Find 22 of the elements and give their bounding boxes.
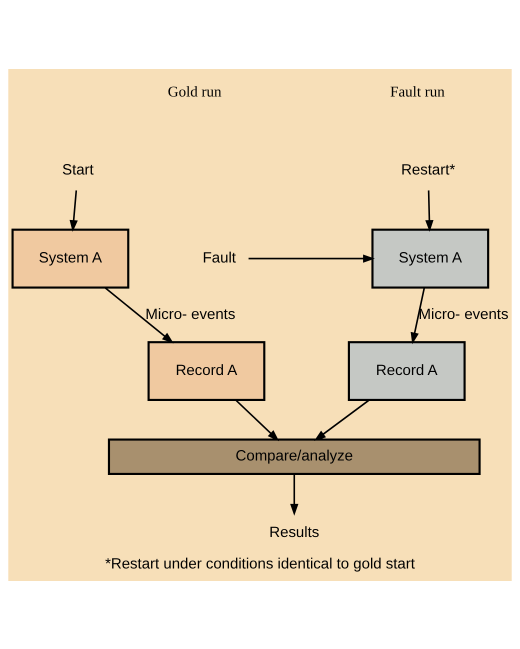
label: Fault run xyxy=(390,84,445,100)
arrow xyxy=(104,286,174,343)
caption: *Restart under conditions identical to gold start xyxy=(105,554,415,572)
arrow xyxy=(425,190,434,232)
node-box: Record A xyxy=(348,340,466,401)
arrow xyxy=(290,474,298,516)
node-box: System A xyxy=(12,228,130,288)
node-box: Compare/analyze xyxy=(108,438,481,474)
edge-label: Micro- events xyxy=(418,305,508,322)
arrow xyxy=(314,399,370,440)
node-text: Start xyxy=(62,161,94,178)
node-text: Restart* xyxy=(401,161,456,178)
arrow xyxy=(70,190,78,232)
node-box: Record A xyxy=(148,340,266,401)
label: Gold run xyxy=(168,84,222,100)
arrow xyxy=(236,399,280,441)
node-box: System A xyxy=(371,228,490,288)
arrow xyxy=(410,287,426,344)
node-text: Results xyxy=(269,523,320,540)
arrow xyxy=(248,254,375,262)
edge-label: Micro- events xyxy=(145,305,236,322)
node-text: Fault xyxy=(202,249,236,266)
